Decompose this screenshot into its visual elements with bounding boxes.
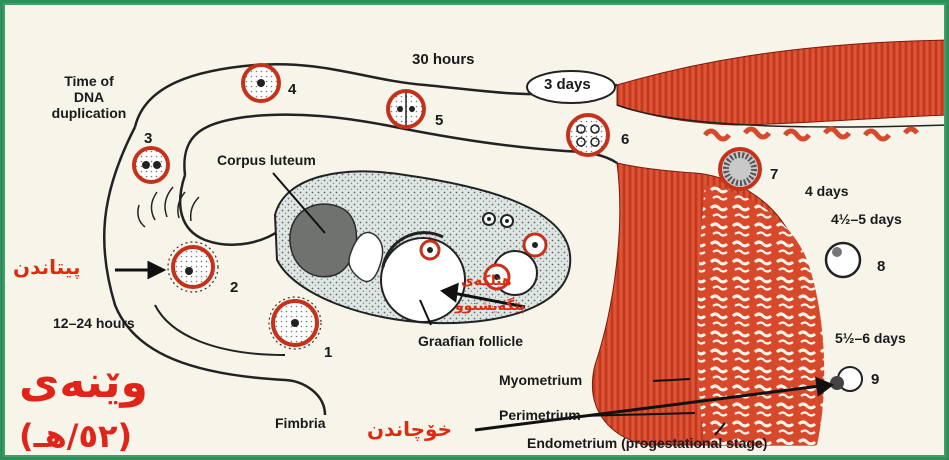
figure-frame: Time of DNA duplication 30 hours 3 days …: [3, 3, 946, 457]
stage-8-cell: [826, 243, 860, 277]
fimbria-tendrils: [138, 187, 199, 227]
stage-number-5: 5: [435, 112, 443, 129]
uterus-upper-wall: [617, 40, 946, 125]
figure-number: (٥٢/هـ): [19, 417, 132, 455]
figure-title: وێنەی: [19, 357, 148, 408]
label-4-5-days: 4½–5 days: [831, 211, 902, 227]
label-endometrium: Endometrium (progestational stage): [527, 435, 767, 451]
kurdish-label-fertilization: پیتاندن: [13, 255, 80, 279]
label-30-hours: 30 hours: [412, 51, 475, 68]
stage-number-2: 2: [230, 279, 238, 296]
tube-inner-arm: [180, 175, 280, 245]
stage-1-cell: [269, 297, 321, 349]
label-3-days: 3 days: [544, 76, 591, 93]
kurdish-label-egg: هێلکەی: [461, 273, 512, 289]
stage-7-cell: [720, 149, 760, 189]
stage-2-cell: [168, 242, 218, 292]
label-time-of-dna-duplication: Time of DNA duplication: [39, 73, 139, 121]
stage-number-1: 1: [324, 344, 332, 361]
stage-number-6: 6: [621, 131, 629, 148]
stage-4-cell: [243, 65, 279, 101]
label-4-days: 4 days: [805, 183, 849, 199]
label-corpus-luteum: Corpus luteum: [217, 152, 316, 168]
label-5-6-days: 5½–6 days: [835, 330, 906, 346]
stage-number-4: 4: [288, 81, 296, 98]
label-graafian-follicle: Graafian follicle: [418, 333, 523, 349]
stage-number-8: 8: [877, 258, 885, 275]
stage-3-cell: [134, 148, 168, 182]
label-fimbria: Fimbria: [275, 415, 326, 431]
endometrium-upper: [705, 129, 917, 139]
stage-9-cell: [830, 367, 862, 391]
label-myometrium: Myometrium: [499, 372, 582, 388]
stage-number-9: 9: [871, 371, 879, 388]
corpus-luteum-mass: [290, 204, 357, 277]
stage-6-cell: [568, 115, 608, 155]
stage-number-7: 7: [770, 166, 778, 183]
tube-lower-inner: [155, 305, 285, 355]
stage-number-3: 3: [144, 130, 152, 147]
label-12-24-hours: 12–24 hours: [53, 315, 135, 331]
stage-5-cell: [388, 91, 424, 127]
kurdish-label-implantation: خۆچاندن: [367, 417, 452, 441]
kurdish-label-egg-2: پێگەیشتوو: [455, 298, 525, 314]
endometrium-lower: [698, 185, 825, 445]
label-perimetrium: Perimetrium: [499, 407, 581, 423]
